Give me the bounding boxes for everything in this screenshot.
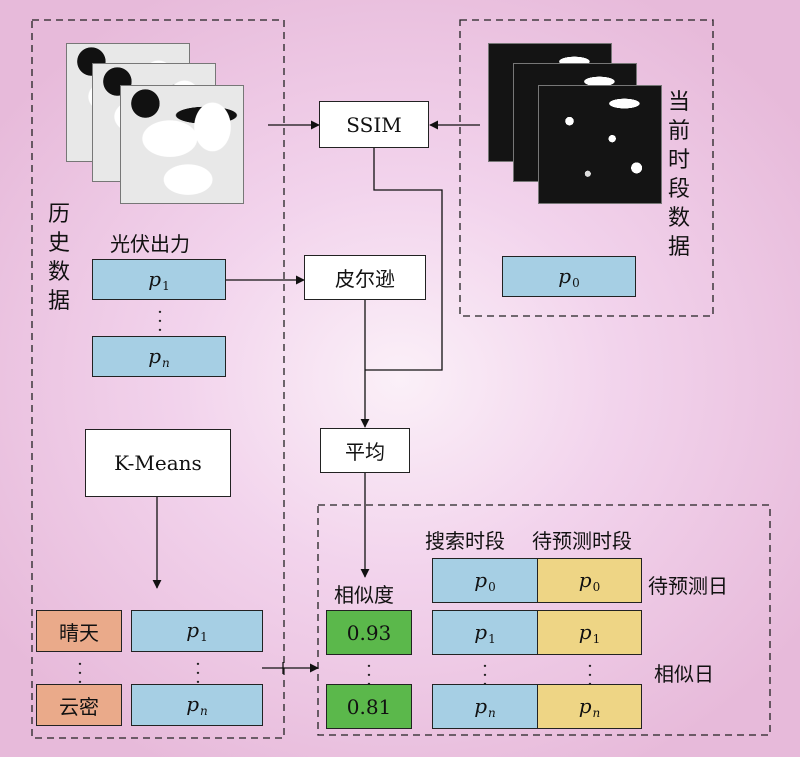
- p-symbol: p: [148, 343, 162, 368]
- current-data-label: 当前时段数据: [667, 90, 690, 260]
- vertical-ellipsis: ···: [195, 654, 201, 693]
- p-symbol: p: [558, 263, 572, 288]
- search-period-label: 搜索时段: [425, 529, 505, 553]
- line-ssim-to-merge: [365, 148, 443, 371]
- historical-data-group: [31, 19, 285, 739]
- subscript-0: 0: [572, 275, 580, 290]
- subscript-1: 1: [488, 631, 496, 646]
- subscript-n: n: [592, 705, 601, 720]
- p-symbol: p: [578, 567, 592, 592]
- p-symbol: p: [186, 618, 200, 642]
- subscript-n: n: [488, 705, 496, 720]
- current-cloud-image-3: [538, 85, 662, 204]
- p-symbol: p: [474, 693, 488, 718]
- cloudy-pn-box: pn: [131, 684, 263, 726]
- p-symbol: p: [148, 266, 162, 291]
- subscript-1: 1: [162, 278, 170, 293]
- vertical-ellipsis: ···: [157, 302, 163, 341]
- forecast-day-target-p0: p0: [537, 558, 642, 603]
- forecast-period-label: 待预测时段: [532, 529, 632, 553]
- p-symbol: p: [578, 693, 592, 718]
- similarity-value-top: 0.93: [326, 610, 412, 655]
- subscript-n: n: [162, 355, 170, 370]
- subscript-0: 0: [488, 579, 496, 594]
- similarity-value-bottom: 0.81: [326, 684, 412, 729]
- subscript-0: 0: [592, 579, 601, 594]
- result-group: [317, 504, 771, 736]
- cloudy-cluster-label: 云密: [36, 684, 122, 726]
- ssim-box: SSIM: [319, 101, 429, 148]
- similar-day-label: 相似日: [654, 662, 714, 686]
- similar-day-search-p1: p1: [432, 610, 538, 655]
- current-data-group: [459, 19, 714, 317]
- hist-pn-box: pn: [92, 336, 226, 377]
- kmeans-box: K-Means: [85, 429, 231, 497]
- forecast-day-search-p0: p0: [432, 558, 538, 603]
- p-symbol: p: [474, 567, 488, 592]
- vertical-ellipsis: ···: [77, 654, 83, 693]
- sunny-p1-box: p1: [131, 610, 263, 652]
- similar-day-target-pn: pn: [537, 684, 642, 729]
- p-symbol: p: [186, 692, 200, 716]
- subscript-n: n: [200, 704, 208, 718]
- hist-p1-box: p1: [92, 259, 226, 300]
- historical-data-label: 历史数据: [47, 202, 70, 314]
- subscript-1: 1: [200, 630, 208, 644]
- pv-output-label: 光伏出力: [110, 232, 190, 256]
- forecast-day-label: 待预测日: [648, 574, 728, 598]
- historical-cloud-image-3: [120, 85, 244, 204]
- current-p0-box: p0: [502, 256, 636, 297]
- similar-day-target-p1: p1: [537, 610, 642, 655]
- sunny-cluster-label: 晴天: [36, 610, 122, 652]
- similar-day-search-pn: pn: [432, 684, 538, 729]
- p-symbol: p: [474, 619, 488, 644]
- p-symbol: p: [578, 619, 592, 644]
- similarity-label: 相似度: [334, 583, 394, 607]
- subscript-1: 1: [592, 631, 601, 646]
- pearson-box: 皮尔逊: [304, 255, 426, 300]
- average-box: 平均: [320, 428, 410, 473]
